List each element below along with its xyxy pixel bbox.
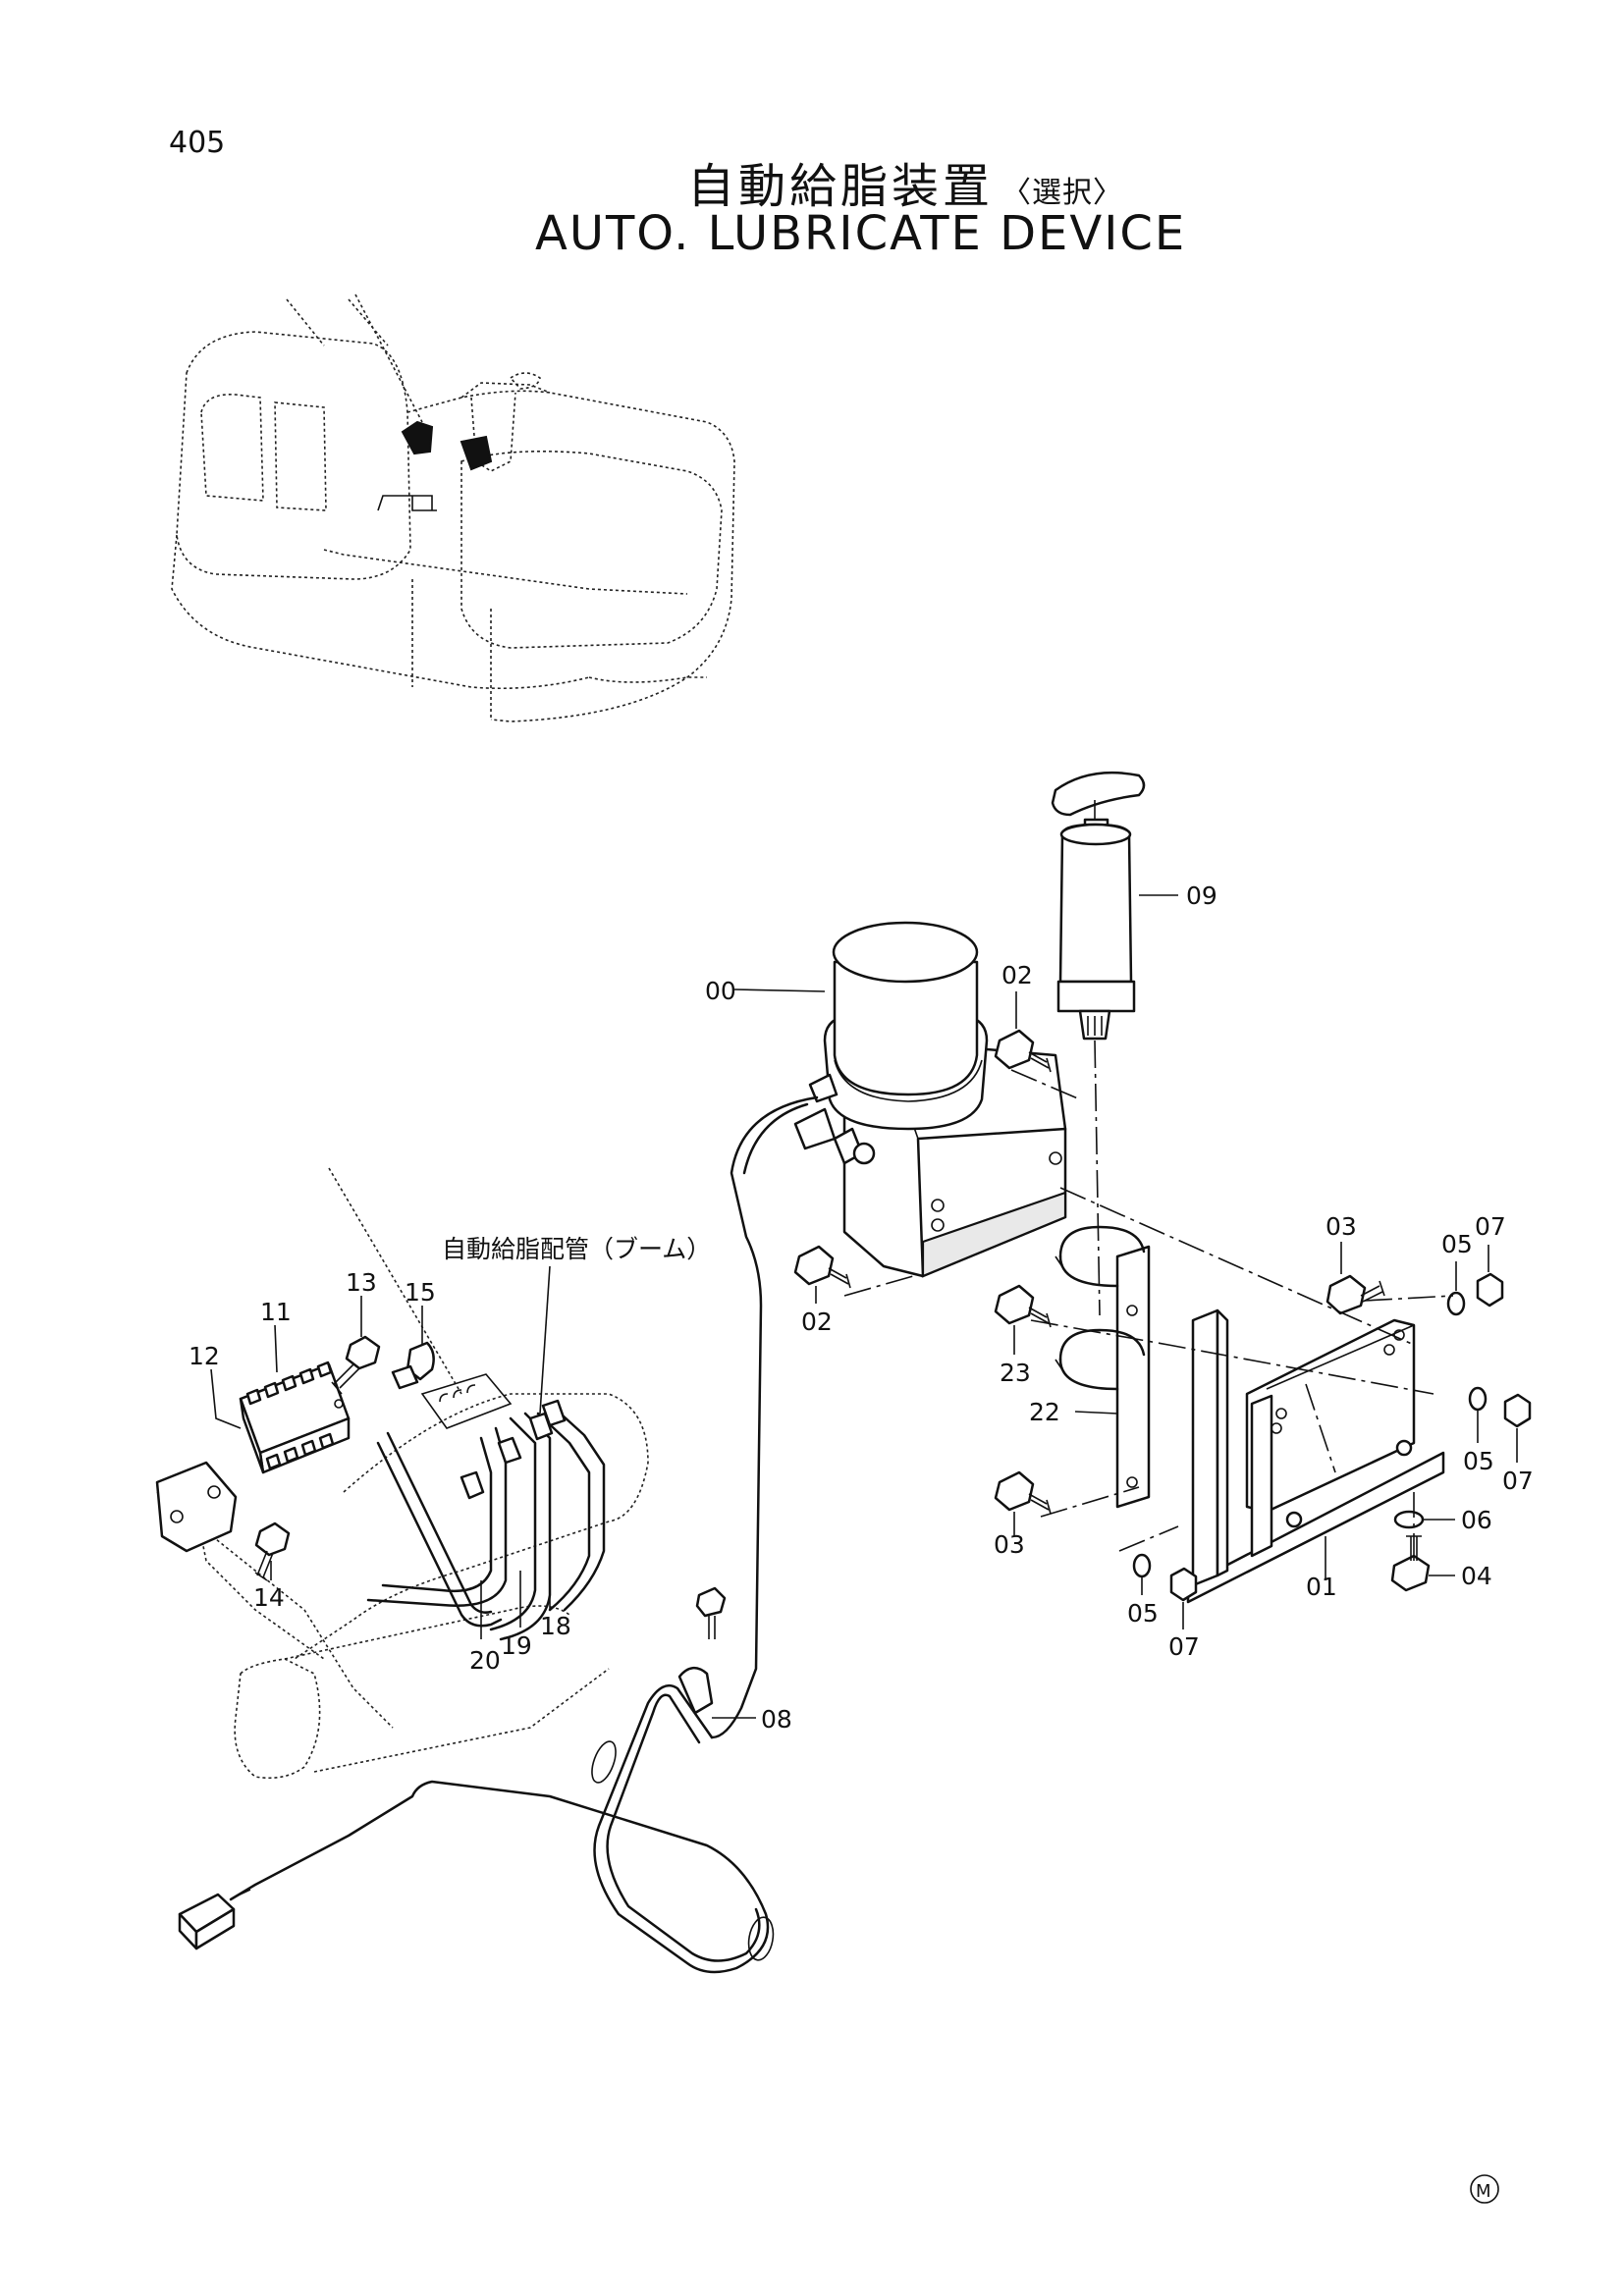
callout-08: 08 — [761, 1705, 792, 1734]
nut-07-a — [1476, 1272, 1504, 1308]
callout-07-a: 07 — [1475, 1212, 1506, 1241]
callout-06: 06 — [1461, 1506, 1492, 1534]
callout-01: 01 — [1306, 1573, 1337, 1601]
callout-07-b: 07 — [1502, 1467, 1534, 1495]
nut-07-b — [1503, 1393, 1532, 1428]
grease-gun — [1051, 771, 1146, 1316]
boom-piping-label: 自動給脂配管（ブーム） — [442, 1235, 712, 1263]
m-mark-letter: M — [1476, 2181, 1491, 2202]
callout-13: 13 — [346, 1268, 377, 1297]
page-title-jp: 自動給脂装置〈選択〉 — [687, 147, 1123, 216]
callout-11: 11 — [260, 1298, 292, 1326]
callout-00: 00 — [705, 977, 736, 1005]
pump-unit-assembly — [710, 921, 1067, 1739]
callout-05-b: 05 — [1463, 1447, 1494, 1475]
washer-05-a — [1446, 1291, 1466, 1316]
leader-lines — [210, 894, 1518, 1719]
page-number: 405 — [169, 126, 226, 160]
callout-03-left: 03 — [994, 1530, 1025, 1559]
bolt-04 — [1390, 1535, 1431, 1592]
title-jp-text: 自動給脂装置 — [687, 159, 995, 214]
callout-05-c: 05 — [1127, 1599, 1159, 1628]
boom-piping-sketch — [155, 1167, 649, 1780]
page-title-en: AUTO. LUBRICATE DEVICE — [535, 206, 1187, 261]
callout-23: 23 — [1000, 1359, 1031, 1387]
bolt-23 — [994, 1284, 1052, 1328]
callout-12: 12 — [189, 1342, 220, 1370]
callout-labels: 00 01 02 02 03 03 04 05 05 05 06 07 07 0… — [189, 881, 1534, 1734]
callout-14: 14 — [253, 1583, 285, 1612]
callout-02-top: 02 — [1001, 961, 1033, 989]
callout-18: 18 — [540, 1612, 571, 1640]
bolt-03-right — [1325, 1274, 1385, 1315]
sensor-cable — [178, 1586, 775, 1974]
bolt-02-top — [994, 1029, 1052, 1073]
washer-05-b — [1468, 1386, 1488, 1412]
callout-02-bottom: 02 — [801, 1308, 833, 1336]
bolt-02-bottom — [793, 1245, 851, 1289]
callout-03-right: 03 — [1325, 1212, 1357, 1241]
assembly-center-lines — [843, 1069, 1454, 1561]
title-jp-option: 〈選択〉 — [1001, 176, 1124, 210]
excavator-overview-sketch — [171, 294, 735, 722]
callout-04: 04 — [1461, 1562, 1492, 1590]
washer-05-c — [1132, 1553, 1152, 1578]
callout-05-a: 05 — [1441, 1230, 1473, 1258]
callout-07-c: 07 — [1168, 1632, 1200, 1661]
callout-19: 19 — [501, 1631, 532, 1660]
clamp-band — [1055, 1225, 1151, 1509]
callout-09: 09 — [1186, 881, 1217, 910]
mounting-bracket — [1186, 1308, 1445, 1604]
m-mark: M — [1470, 2174, 1499, 2204]
fasteners — [793, 1029, 1532, 1602]
callout-15: 15 — [405, 1278, 436, 1307]
bolt-03-left — [994, 1470, 1052, 1515]
nut-07-c — [1169, 1567, 1198, 1602]
callout-20: 20 — [469, 1646, 501, 1675]
callout-22: 22 — [1029, 1398, 1060, 1426]
washer-06 — [1393, 1510, 1425, 1529]
